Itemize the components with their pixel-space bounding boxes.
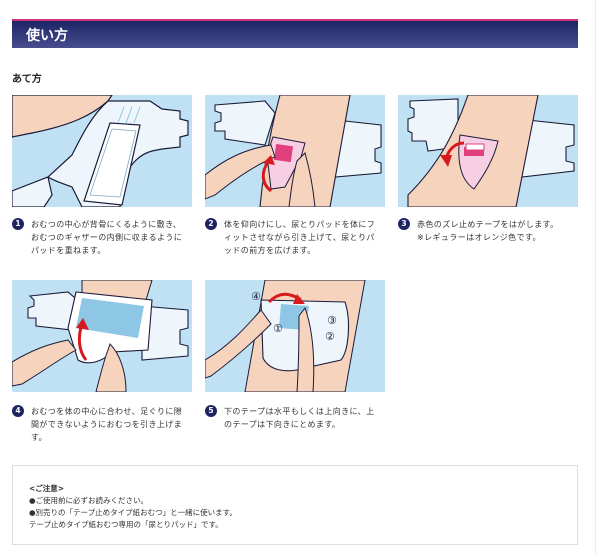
page-edge: [595, 0, 596, 554]
pad-on-diaper-illustration: [12, 95, 192, 207]
section-title: 使い方: [26, 28, 68, 44]
step-3: 3 赤色のズレ止めテープをはがします。 ※レギュラーはオレンジ色です。: [398, 218, 578, 244]
tape-label-4: ④: [251, 290, 261, 303]
caution-line: ●ご使用前に必ずお読みください。: [29, 496, 149, 505]
caution-line: ●別売りの「テープ止めタイプ紙おむつ」と一緒に使います。: [29, 508, 237, 517]
tape-label-3: ③: [327, 314, 337, 327]
step-number-badge: 3: [398, 218, 410, 230]
step-description: おむつの中心が背骨にくるように敷き、 おむつのギャザーの内側に収まるように パッ…: [31, 220, 183, 255]
tape-label-2: ②: [325, 330, 335, 343]
step-number-badge: 4: [12, 405, 24, 417]
subsection-title: あて方: [12, 74, 42, 85]
step-1: 1 おむつの中心が背骨にくるように敷き、 おむつのギャザーの内側に収まるように …: [12, 218, 192, 257]
tape-label-1: ①: [273, 322, 283, 335]
illustration-step-3: [398, 95, 578, 207]
step-description: 体を仰向けにし、尿とりパッドを体にフ ィットさせながら引き上げて、尿とりパ ッド…: [224, 220, 376, 255]
step-number-badge: 5: [205, 405, 217, 417]
fasten-tapes-illustration: ④ ① ③ ②: [205, 280, 385, 392]
illustration-step-1: [12, 95, 192, 207]
peel-tape-illustration: [398, 95, 578, 207]
illustration-step-4: [12, 280, 192, 392]
step-description: おむつを体の中心に合わせ、足ぐりに隙 間ができないようにおむつを引き上げま す。: [31, 407, 183, 442]
step-description: 下のテープは水平もしくは上向きに、上 のテープは下向きにとめます。: [224, 407, 375, 429]
step-number-badge: 1: [12, 218, 24, 230]
step-description: 赤色のズレ止めテープをはがします。 ※レギュラーはオレンジ色です。: [417, 220, 559, 242]
caution-line: テープ止めタイプ紙おむつ専用の「尿とりパッド」です。: [29, 520, 223, 529]
step-4: 4 おむつを体の中心に合わせ、足ぐりに隙 間ができないようにおむつを引き上げま …: [12, 405, 192, 444]
caution-notice-box: <ご注意> ●ご使用前に必ずお読みください。 ●別売りの「テープ止めタイプ紙おむ…: [12, 465, 578, 545]
step-number-badge: 2: [205, 218, 217, 230]
caution-notice-content: <ご注意> ●ご使用前に必ずお読みください。 ●別売りの「テープ止めタイプ紙おむ…: [29, 483, 237, 531]
illustration-step-5: ④ ① ③ ②: [205, 280, 385, 392]
pull-pad-illustration: [205, 95, 385, 207]
step-2: 2 体を仰向けにし、尿とりパッドを体にフ ィットさせながら引き上げて、尿とりパ …: [205, 218, 385, 257]
section-header: 使い方: [12, 19, 578, 48]
caution-title: <ご注意>: [29, 484, 65, 493]
step-5: 5 下のテープは水平もしくは上向きに、上 のテープは下向きにとめます。: [205, 405, 385, 431]
pull-diaper-illustration: [12, 280, 192, 392]
illustration-step-2: [205, 95, 385, 207]
